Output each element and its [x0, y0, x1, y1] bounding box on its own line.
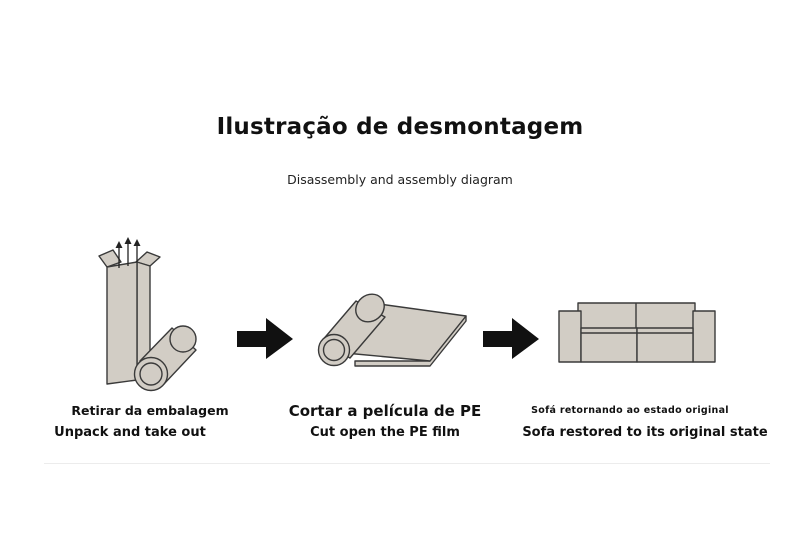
page-subtitle: Disassembly and assembly diagram: [287, 172, 513, 187]
step-1-label-en: Unpack and take out: [54, 425, 206, 440]
step-2-label-en: Cut open the PE film: [310, 425, 460, 440]
rolled-sofa-icon: [133, 325, 197, 392]
box-with-up-arrows-icon: [98, 237, 161, 385]
page-title: Ilustração de desmontagem: [216, 114, 584, 140]
step-2-label-pt: Cortar a película de PE: [288, 402, 482, 420]
arrow-right-icon: [483, 318, 539, 359]
arrow-right-icon: [237, 318, 293, 359]
sofa-icon: [558, 302, 716, 363]
step-3-label-pt: Sofá retornando ao estado original: [531, 405, 729, 416]
step-1-label-pt: Retirar da embalagem: [71, 403, 229, 418]
step-3-label-en: Sofa restored to its original state: [522, 425, 768, 440]
unrolling-sofa-icon: [317, 293, 467, 367]
bottom-divider: [44, 463, 770, 464]
